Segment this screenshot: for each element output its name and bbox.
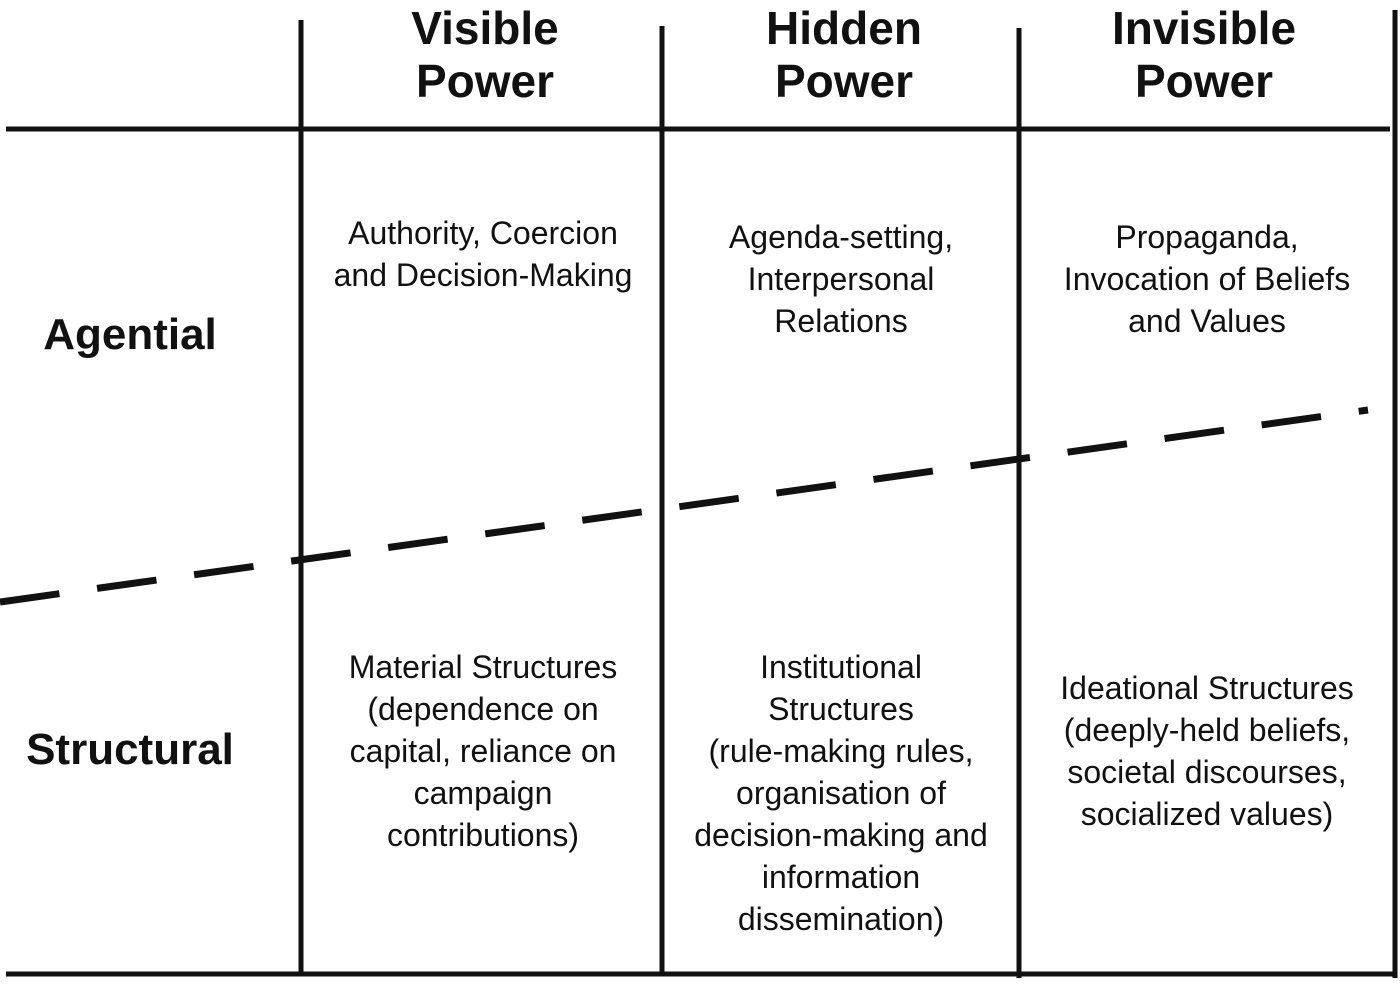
column-header-invisible-power: Invisible Power bbox=[1111, 2, 1297, 107]
cell-structural-invisible: Ideational Structures (deeply-held belie… bbox=[1060, 670, 1354, 832]
row-header-structural: Structural bbox=[26, 725, 234, 774]
agency-structure-boundary-dashed-line bbox=[0, 406, 1369, 606]
row-header-agential: Agential bbox=[43, 310, 217, 359]
column-header-visible-power: Visible Power bbox=[411, 2, 559, 107]
cell-agential-visible: Authority, Coercion and Decision-Making bbox=[333, 215, 633, 293]
cell-structural-hidden: Institutional Structures (rule-making ru… bbox=[694, 649, 988, 937]
column-header-hidden-power: Hidden Power bbox=[766, 2, 922, 107]
cell-structural-visible: Material Structures (dependence on capit… bbox=[348, 649, 618, 853]
cell-agential-invisible: Propaganda, Invocation of Beliefs and Va… bbox=[1063, 219, 1351, 339]
cell-agential-hidden: Agenda-setting, Interpersonal Relations bbox=[728, 219, 954, 339]
